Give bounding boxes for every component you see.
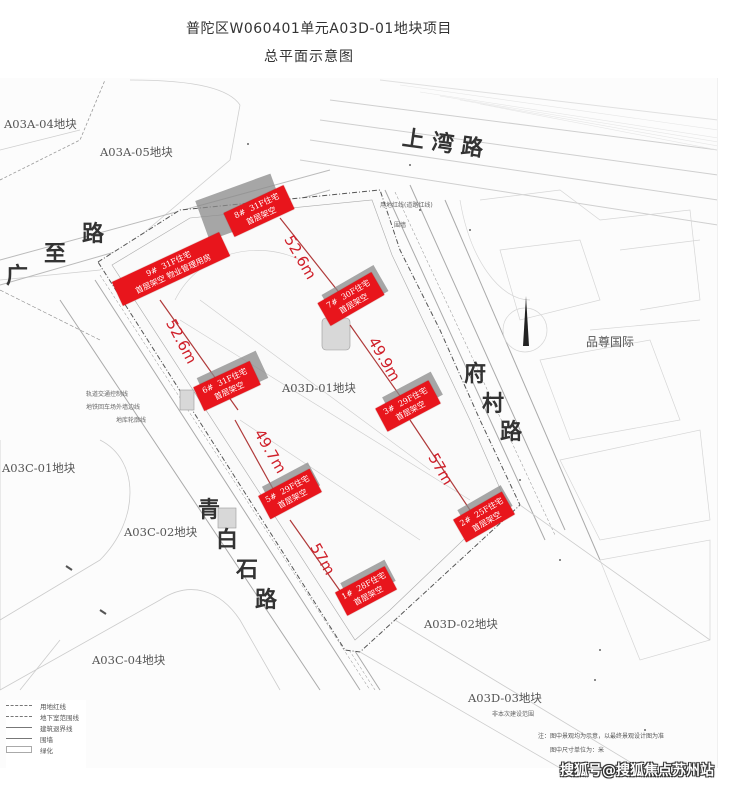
plot-label-a03a-04: A03A-04地块 (4, 117, 77, 131)
legend-basement-swatch (6, 716, 32, 717)
legend-label: 围墙 (40, 735, 53, 744)
annotation-metro-wall: 地铁回车场外墙边线 (86, 404, 141, 411)
annotation-rail-control: 轨道交通控制线 (86, 391, 129, 398)
plot-label-a03d-01: A03D-01地块 (282, 381, 356, 395)
plot-a03d-03-note: 非本次建设范围 (492, 711, 535, 718)
road-label-guangzhi-2: 至 (44, 242, 67, 267)
title-block: 普陀区W060401单元A03D-01地块项目 总平面示意图 (0, 0, 740, 78)
map-legend: 用地红线 地下室范围线 建筑退界线 围墙 绿化 (6, 700, 86, 770)
north-arrow-icon (523, 296, 529, 346)
map-note: 注：图中景观均为示意，以最终景观设计图为准 图中尺寸单位为：米 (538, 730, 664, 758)
legend-label: 绿化 (40, 746, 53, 755)
legend-item: 绿化 (6, 744, 86, 755)
legend-item: 用地红线 (6, 700, 86, 711)
legend-label: 用地红线 (40, 702, 66, 711)
road-label-fucun-1: 府 (464, 362, 487, 387)
legend-setback-swatch (6, 727, 32, 728)
map-linework (0, 79, 717, 768)
legend-label: 建筑退界线 (40, 724, 73, 733)
plan-subtitle: 总平面示意图 (264, 49, 354, 65)
legend-item: 地下室范围线 (6, 711, 86, 722)
watermark: 搜狐号@搜狐焦点苏州站 (560, 763, 714, 779)
note-line2: 图中尺寸单位为：米 (550, 747, 605, 754)
plot-label-pinzun: 品尊国际 (586, 335, 635, 349)
road-label-fucun-3: 路 (500, 420, 523, 445)
road-label-qingbaishi-1: 青 (198, 498, 221, 523)
plot-label-a03c-02: A03C-02地块 (124, 525, 198, 539)
plot-label-a03d-02: A03D-02地块 (424, 617, 498, 631)
annotation-red-line: 用地红线(道路红线) (380, 202, 433, 209)
plot-label-a03c-01: A03C-01地块 (2, 461, 76, 475)
road-label-fucun-2: 村 (482, 392, 505, 417)
plan-title: 普陀区W060401单元A03D-01地块项目 (186, 21, 452, 37)
site-plan-map: A03A-04地块 A03A-05地块 A03D-01地块 A03C-01地块 … (0, 78, 718, 768)
plot-label-a03c-04: A03C-04地块 (92, 653, 166, 667)
legend-item: 建筑退界线 (6, 722, 86, 733)
legend-red-line-swatch (6, 705, 32, 706)
legend-item: 围墙 (6, 733, 86, 744)
road-label-guangzhi-1: 广 (6, 264, 29, 289)
legend-green-swatch (6, 746, 32, 753)
road-label-qingbaishi-2: 白 (216, 528, 239, 553)
road-label-guangzhi-3: 路 (82, 222, 105, 247)
annotation-wall: 围墙 (394, 222, 407, 229)
road-label-qingbaishi-4: 路 (255, 588, 278, 613)
plot-label-a03a-05: A03A-05地块 (100, 145, 173, 159)
legend-label: 地下室范围线 (40, 713, 79, 722)
annotation-basement-outline: 地库轮廓线 (116, 417, 147, 424)
road-label-qingbaishi-3: 石 (236, 558, 259, 583)
legend-wall-swatch (6, 738, 32, 739)
note-line1: 注：图中景观均为示意，以最终景观设计图为准 (538, 733, 665, 740)
plot-label-a03d-03: A03D-03地块 (468, 691, 542, 705)
